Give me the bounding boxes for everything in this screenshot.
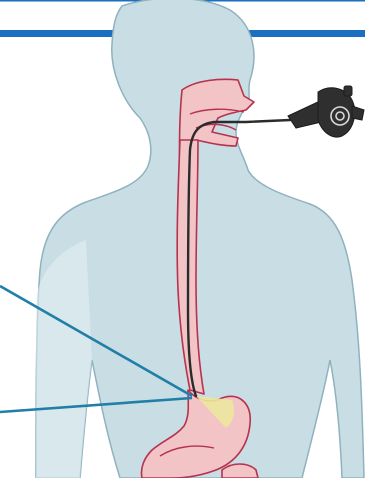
endoscope-handpiece	[288, 86, 364, 137]
